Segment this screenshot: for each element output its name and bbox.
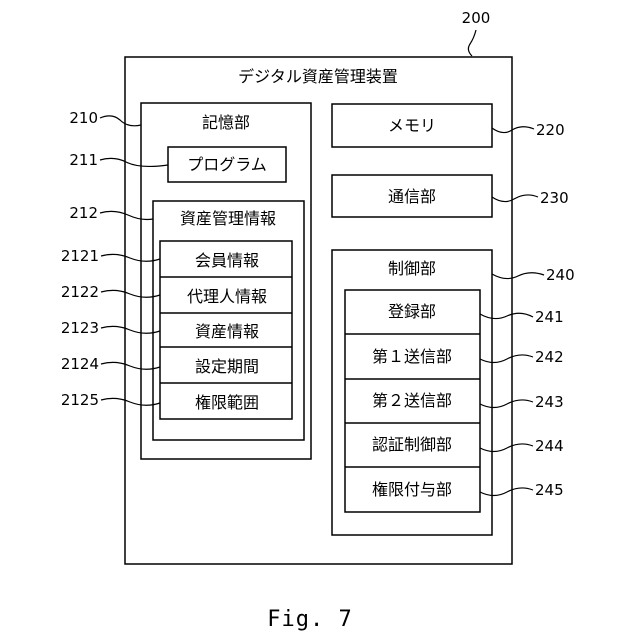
asset-items: 会員情報 代理人情報 資産情報 設定期間 権限範囲 2121 2122 2123…	[61, 241, 292, 419]
control-item-ref: 243	[535, 393, 564, 411]
asset-item-label: 設定期間	[195, 357, 259, 376]
asset-item-label: 権限範囲	[195, 393, 259, 412]
asset-item-label: 会員情報	[195, 251, 259, 270]
control-item-ref: 241	[535, 308, 564, 326]
device-label: デジタル資産管理装置	[238, 67, 398, 86]
program-ref: 211	[69, 151, 98, 169]
memory-label: メモリ	[388, 116, 436, 135]
control-item-label: 権限付与部	[372, 480, 452, 499]
asset-item-ref: 2125	[61, 391, 99, 409]
asset-item-ref: 2123	[61, 319, 99, 337]
asset-item-ref: 2122	[61, 283, 99, 301]
control-items: 登録部 第１送信部 第２送信部 認証制御部 権限付与部 241 242 243 …	[345, 290, 564, 512]
comm-label: 通信部	[388, 187, 436, 206]
asset-info-ref: 212	[69, 204, 98, 222]
control-item-ref: 244	[535, 437, 564, 455]
control-item-label: 登録部	[388, 302, 436, 321]
storage-label: 記憶部	[202, 113, 250, 132]
control-item-ref: 242	[535, 348, 564, 366]
control-ref: 240	[546, 266, 575, 284]
control-item-label: 第１送信部	[372, 347, 452, 366]
device-leader	[468, 30, 476, 56]
control-item-label: 認証制御部	[372, 435, 452, 454]
asset-item-label: 代理人情報	[187, 287, 267, 306]
asset-item-ref: 2121	[61, 247, 99, 265]
asset-item-ref: 2124	[61, 355, 99, 373]
memory-ref: 220	[536, 121, 565, 139]
comm-ref: 230	[540, 189, 569, 207]
control-label: 制御部	[388, 259, 436, 278]
program-label: プログラム	[187, 155, 267, 174]
asset-info-label: 資産管理情報	[180, 209, 276, 228]
figure-caption: Fig. 7	[267, 607, 352, 632]
asset-item-label: 資産情報	[195, 322, 259, 341]
control-item-ref: 245	[535, 481, 564, 499]
device-ref: 200	[462, 9, 491, 27]
control-item-label: 第２送信部	[372, 391, 452, 410]
storage-ref: 210	[69, 109, 98, 127]
